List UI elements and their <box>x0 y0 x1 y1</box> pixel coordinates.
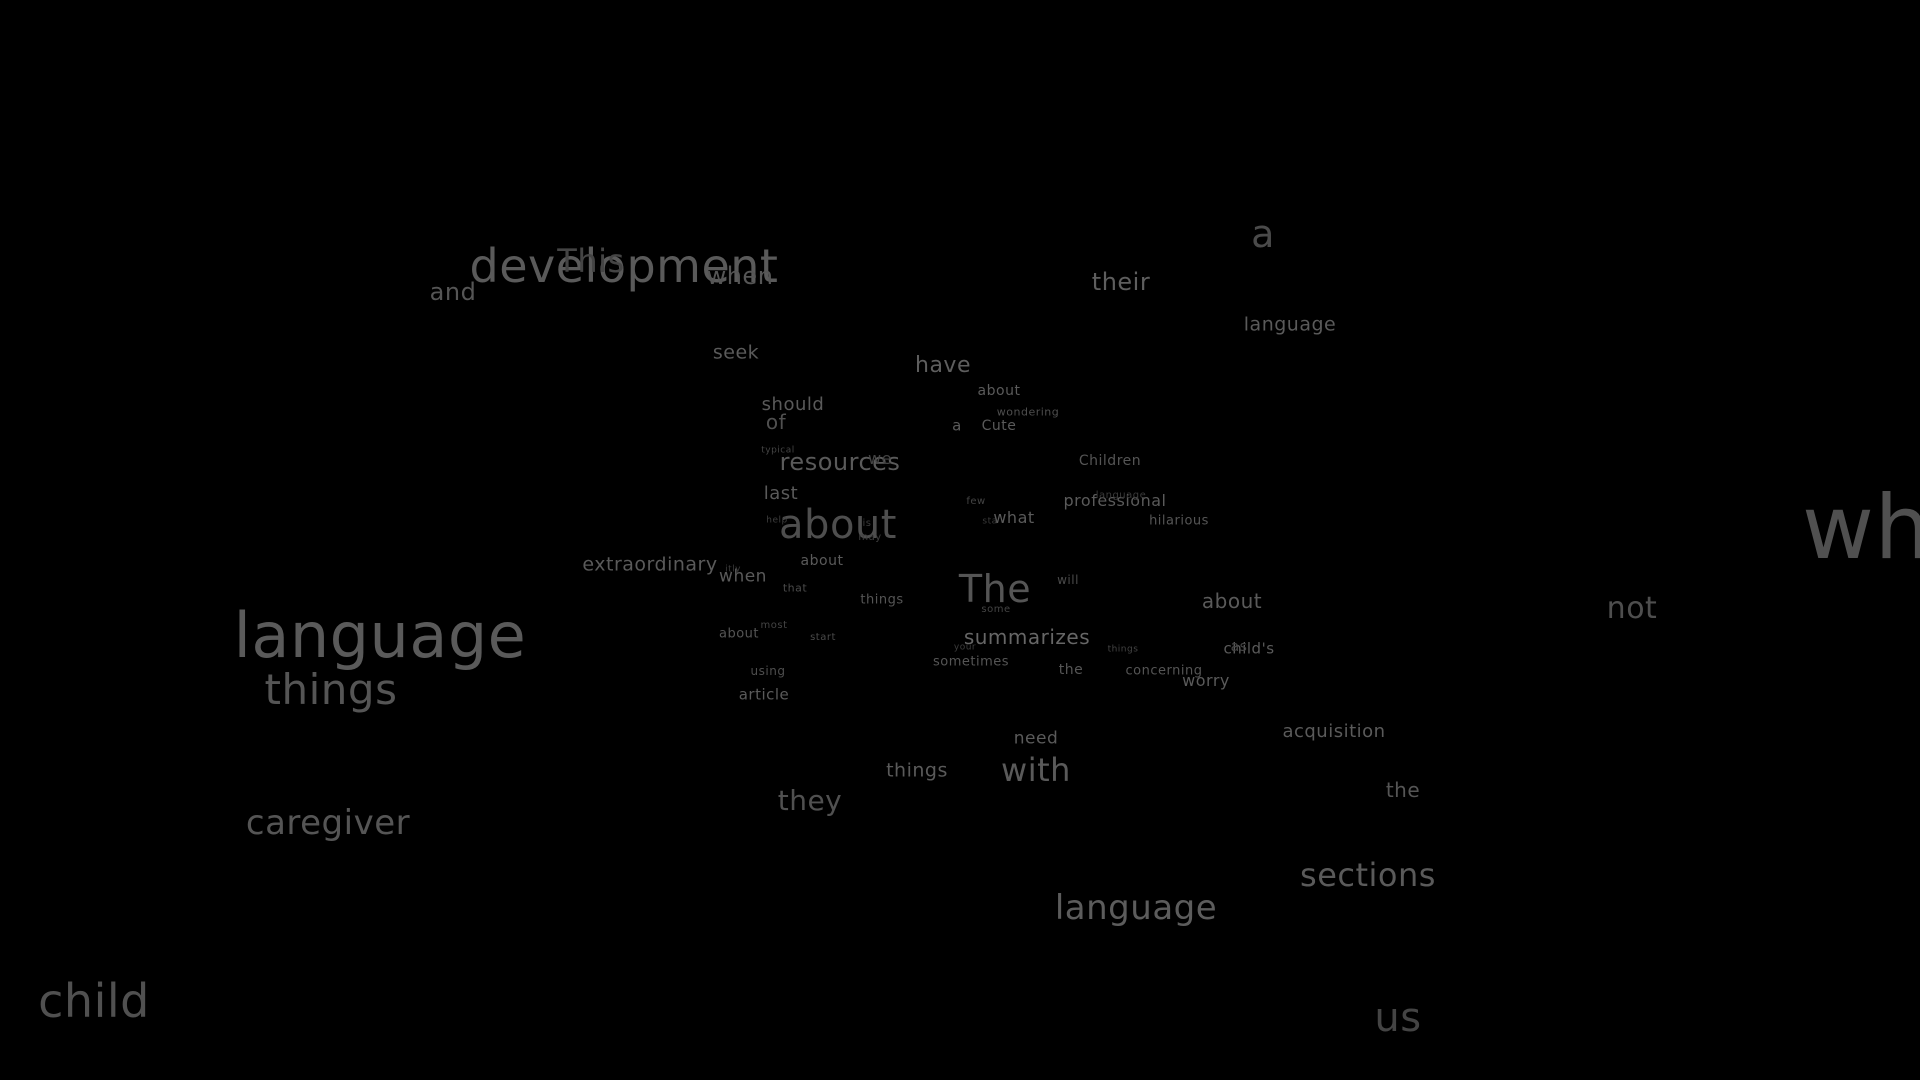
cloud-word: us <box>1374 995 1422 1041</box>
cloud-word: about <box>1201 589 1263 613</box>
cloud-word: itly <box>725 564 741 575</box>
cloud-word: caregiver <box>245 803 411 843</box>
cloud-word: sections <box>1300 856 1436 894</box>
cloud-word: not <box>1606 591 1658 626</box>
cloud-word: language <box>233 599 527 672</box>
cloud-word: that <box>782 581 808 595</box>
cloud-word: most <box>760 620 788 631</box>
cloud-word: the <box>1385 778 1421 802</box>
cloud-word: about <box>718 626 760 642</box>
cloud-word: is <box>862 518 872 529</box>
cloud-word: last <box>763 483 799 504</box>
cloud-word: a <box>952 416 962 435</box>
cloud-word: seek <box>712 341 760 364</box>
cloud-word: Cute <box>981 418 1017 434</box>
cloud-word: help <box>766 515 788 526</box>
cloud-word: need <box>1013 728 1059 749</box>
cloud-word: things <box>264 665 398 714</box>
cloud-word: language <box>1054 888 1218 928</box>
cloud-word: Children <box>1078 453 1142 469</box>
cloud-word: wondering <box>996 405 1060 419</box>
cloud-word: acquisition <box>1282 721 1386 742</box>
cloud-word: professional <box>1063 491 1167 510</box>
cloud-word: a <box>1251 212 1275 256</box>
cloud-word: child <box>38 974 150 1028</box>
cloud-word: your <box>953 642 977 653</box>
cloud-word: things <box>1107 644 1139 655</box>
cloud-word: of <box>765 410 787 434</box>
cloud-word: have <box>915 353 971 378</box>
cloud-word: child's <box>1223 639 1275 658</box>
cloud-word: should <box>761 394 825 415</box>
cloud-word: hilarious <box>1149 513 1209 529</box>
cloud-word: summarizes <box>963 625 1091 649</box>
cloud-word: when <box>719 566 767 587</box>
cloud-word: sometimes <box>932 654 1010 670</box>
cloud-word: we <box>868 449 892 468</box>
cloud-word: they <box>777 784 843 817</box>
cloud-word: as <box>1230 639 1248 655</box>
cloud-word: will <box>1057 573 1079 587</box>
cloud-word: with <box>1001 751 1071 789</box>
cloud-word: language <box>1243 313 1337 336</box>
cloud-word: wh <box>1802 476 1920 579</box>
cloud-word: about <box>977 383 1021 399</box>
cloud-word: language <box>1095 490 1147 501</box>
cloud-word: article <box>738 685 790 704</box>
cloud-word: development <box>469 239 779 293</box>
cloud-word: the <box>1058 662 1084 678</box>
cloud-word: about <box>779 502 897 548</box>
cloud-word: things <box>860 592 904 608</box>
cloud-word: when <box>706 262 774 290</box>
cloud-word: This <box>557 242 625 280</box>
cloud-word: and <box>429 278 477 306</box>
cloud-word: typical <box>761 445 795 456</box>
cloud-word: few <box>966 496 986 507</box>
cloud-word: what <box>993 508 1035 527</box>
cloud-word: may <box>858 532 882 543</box>
cloud-word: some <box>981 604 1011 615</box>
cloud-word: about <box>800 553 844 569</box>
cloud-word: worry <box>1182 671 1230 690</box>
cloud-word: The <box>958 567 1032 611</box>
cloud-word: concerning <box>1125 663 1203 679</box>
cloud-word: their <box>1091 268 1151 296</box>
cloud-word: extraordinary <box>582 553 718 576</box>
cloud-word: start <box>810 632 836 643</box>
cloud-word: resources <box>779 448 901 476</box>
cloud-word: things <box>886 759 948 782</box>
cloud-word: using <box>750 664 786 678</box>
cloud-word: sta <box>982 516 998 527</box>
